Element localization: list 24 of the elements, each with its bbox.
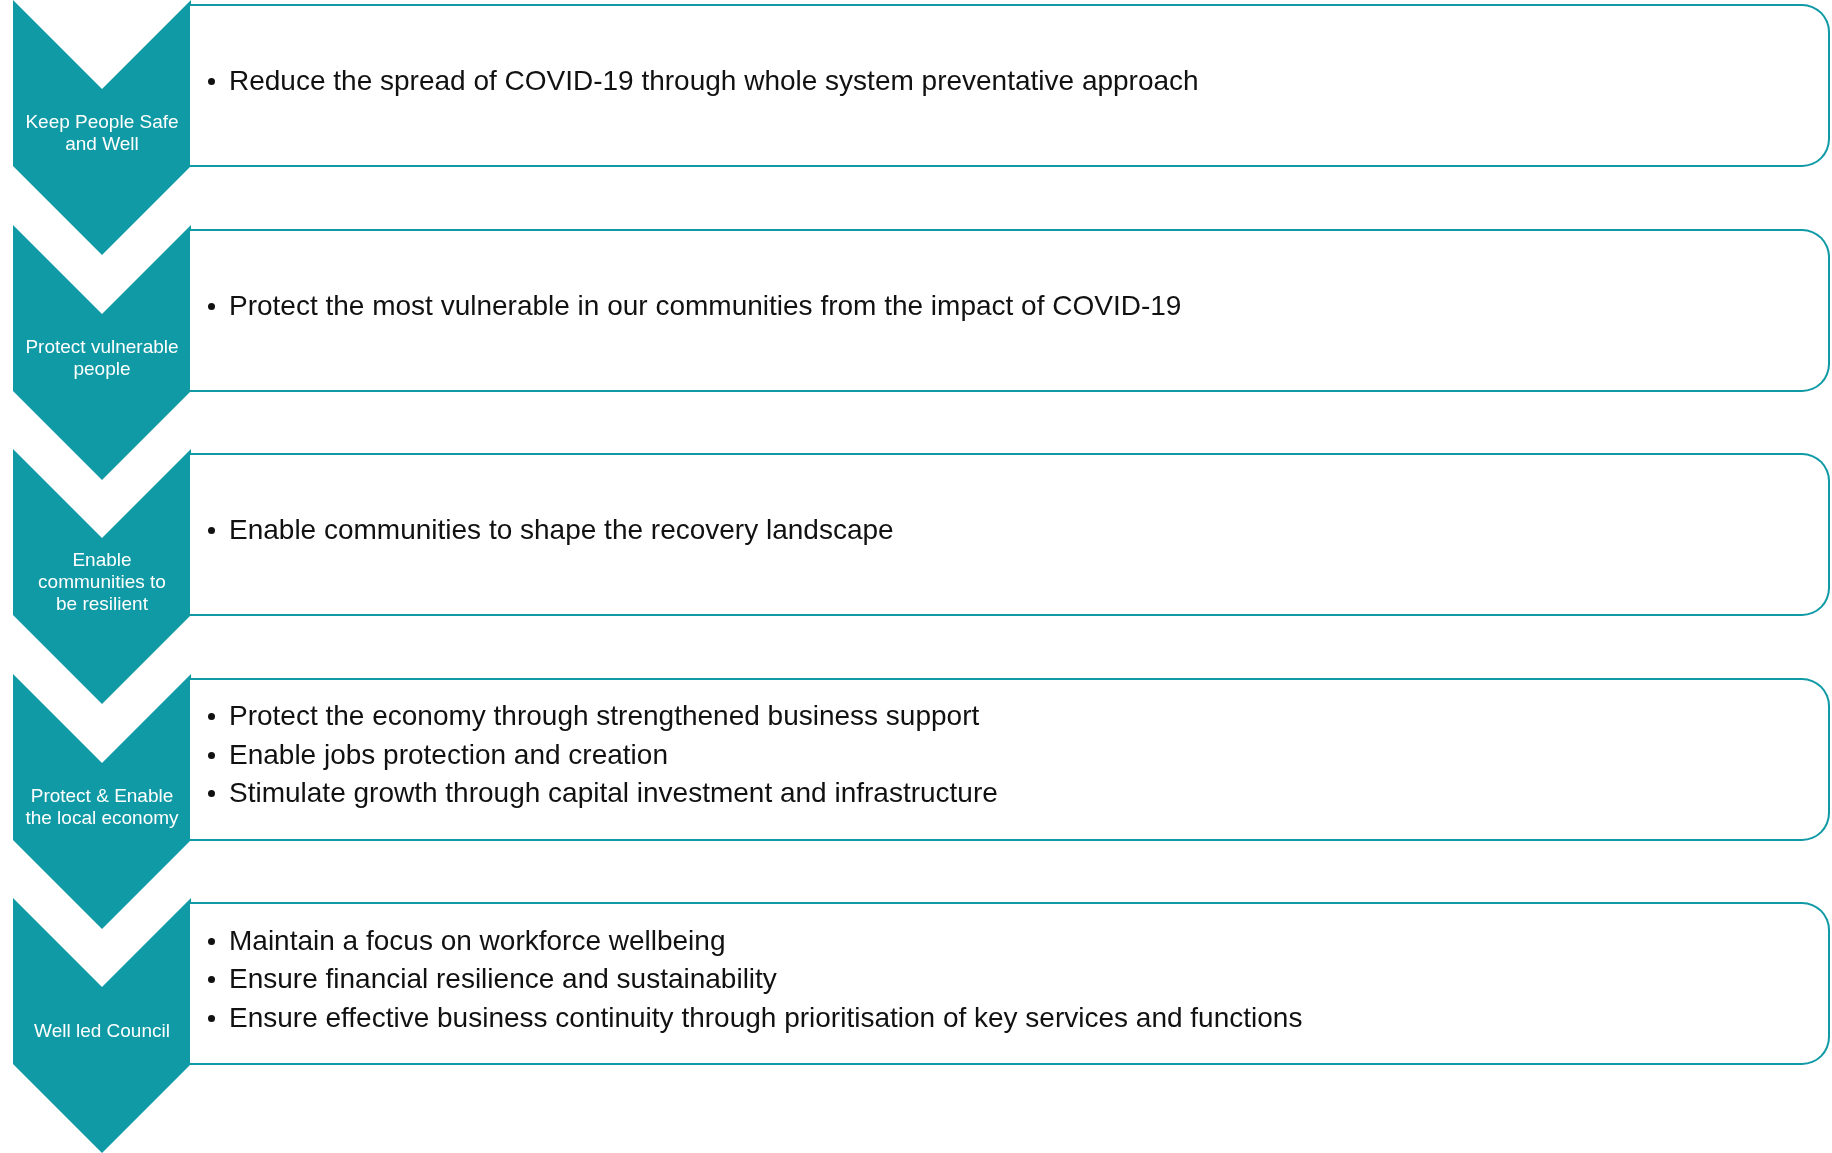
text-panel <box>190 677 1830 841</box>
chevron-label: Enable communities to be resilient <box>37 549 167 615</box>
bullet-point: Protect the economy through strengthened business support <box>229 699 980 734</box>
bullet-point: Ensure effective business continuity through prioritisation of key services and functions <box>229 1000 1303 1035</box>
bullet-point: Enable jobs protection and creation <box>229 737 668 772</box>
chevron-shape <box>13 224 191 480</box>
chevron-label: Protect vulnerable people <box>25 335 179 380</box>
text-panel <box>190 902 1830 1065</box>
text-panel <box>190 4 1830 167</box>
bullet-point: Reduce the spread of COVID-19 through whole system preventative approach <box>229 64 1199 99</box>
chevron-label: Well led Council <box>33 1020 171 1042</box>
chevron-shape <box>13 449 191 704</box>
bullet-point: Enable communities to shape the recovery landscape <box>229 513 894 548</box>
bullet-point: Maintain a focus on workforce wellbeing <box>229 923 726 958</box>
text-panel <box>190 228 1830 392</box>
text-panel <box>190 453 1830 616</box>
chevron-shape <box>13 673 191 929</box>
bullet-point: Stimulate growth through capital investment and infrastructure <box>229 776 998 811</box>
bullet-point: Protect the most vulnerable in our communities from the impact of COVID-19 <box>229 288 1182 323</box>
chevron-shape <box>13 898 191 1153</box>
bullet-point: Ensure financial resilience and sustainability <box>229 962 777 997</box>
chevron-shape <box>13 0 191 255</box>
chevron-label: Keep People Safe and Well <box>25 111 179 155</box>
chevron-label: Protect & Enable the local economy <box>25 784 179 829</box>
